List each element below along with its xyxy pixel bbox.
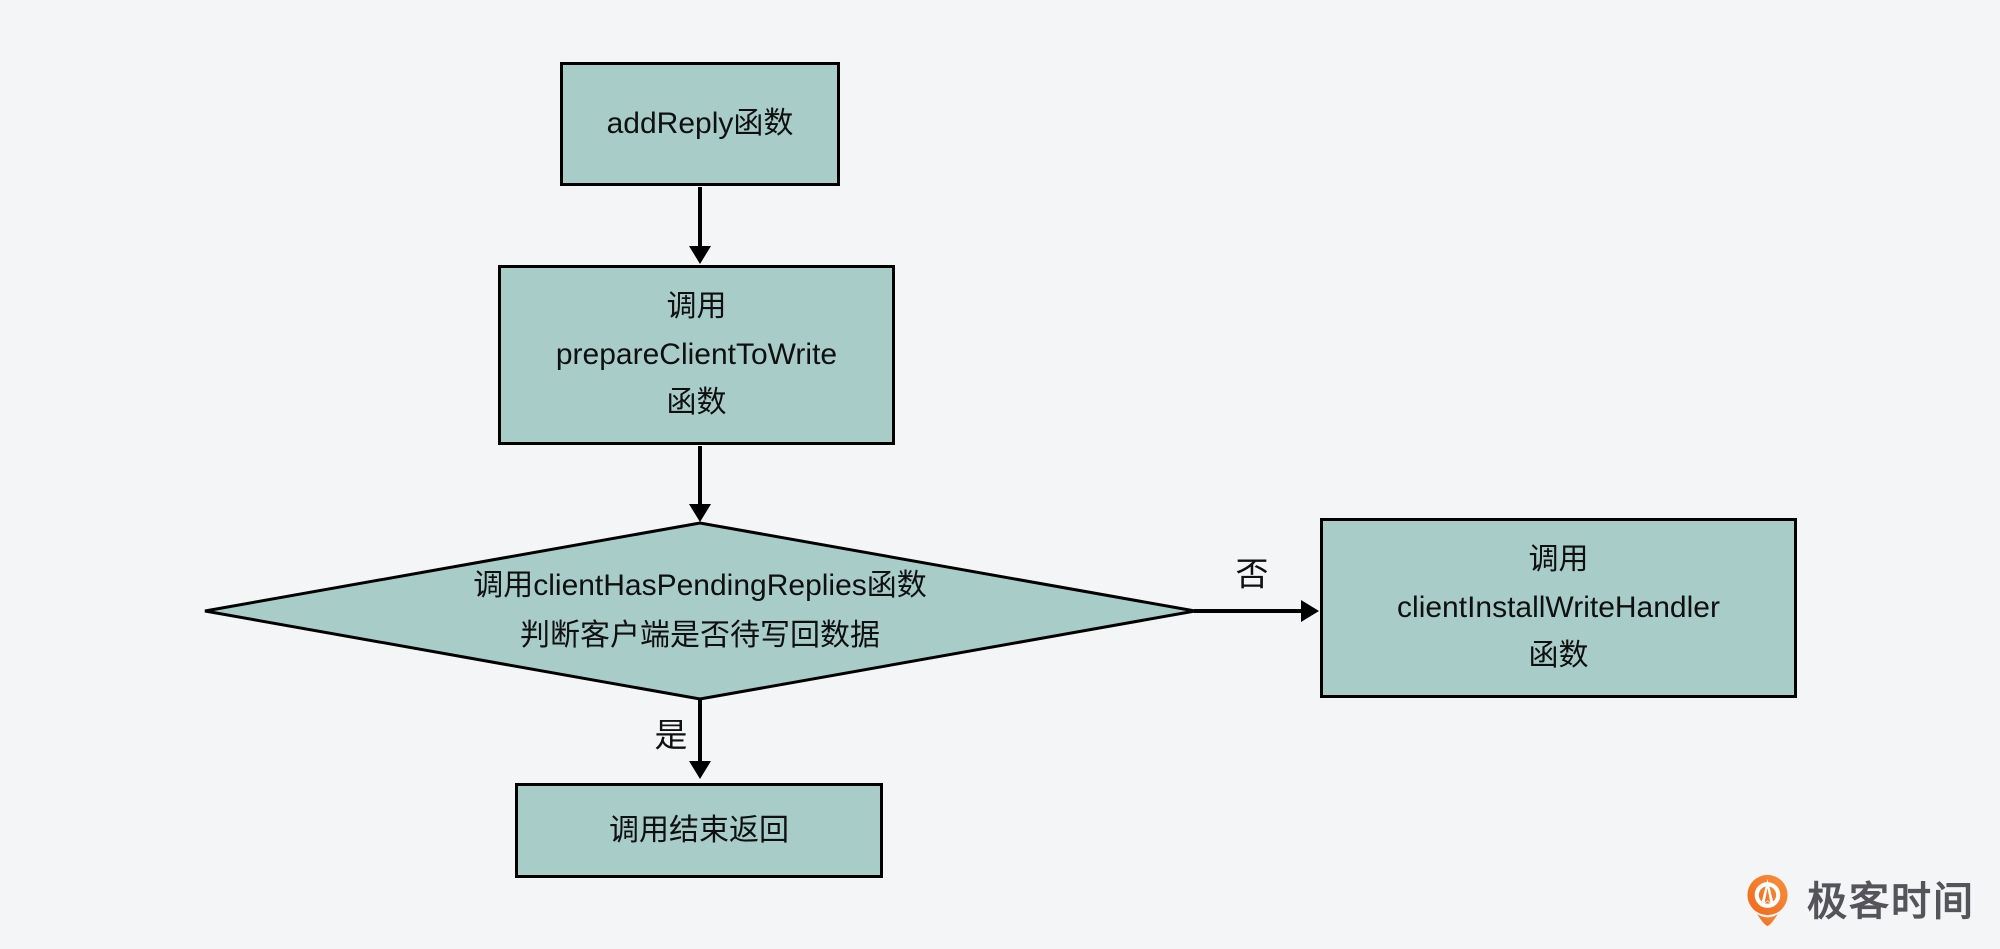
edge-label-no: 否 <box>1235 555 1269 593</box>
node-prepare-client-to-write: 调用 prepareClientToWrite 函数 <box>498 265 895 445</box>
node-decision-label: 调用clientHasPendingReplies函数 判断客户端是否待写回数据 <box>473 569 927 652</box>
node-return: 调用结束返回 <box>515 783 883 878</box>
arrow-decision-to-end <box>689 700 711 779</box>
arrow-start-to-prepare <box>689 187 711 264</box>
geektime-pin-icon <box>1747 874 1788 927</box>
node-addreply: addReply函数 <box>560 62 840 186</box>
geektime-logo-text: 极客时间 <box>1807 880 1975 924</box>
edge-label-yes: 是 <box>654 716 688 754</box>
arrow-decision-to-install <box>1194 600 1319 622</box>
arrow-prepare-to-decision <box>689 446 711 522</box>
geektime-logo: 极客时间 <box>1744 874 1975 930</box>
node-client-install-write-handler: 调用 clientInstallWriteHandler 函数 <box>1320 518 1797 698</box>
